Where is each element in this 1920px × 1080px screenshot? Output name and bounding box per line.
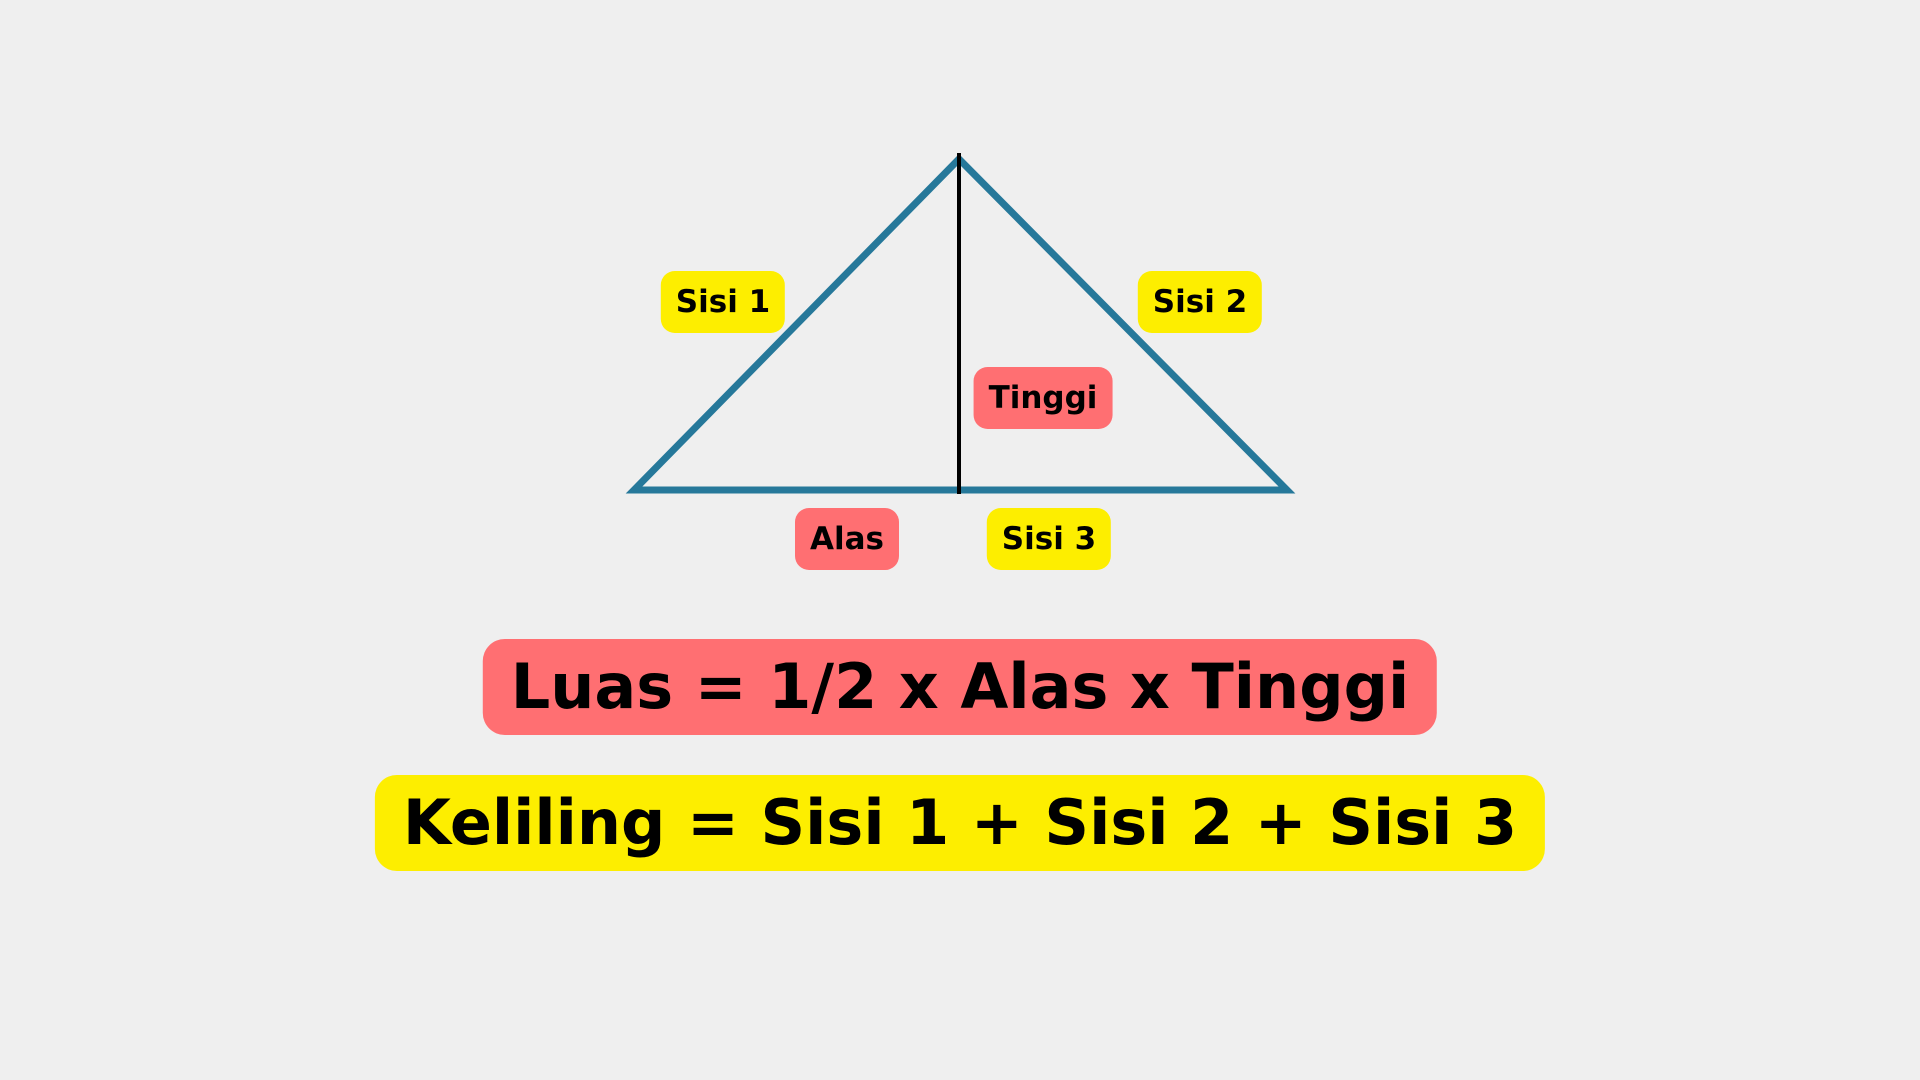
area-formula: Luas = 1/2 x Alas x Tinggi (482, 639, 1438, 735)
label-side-2: Sisi 2 (1137, 271, 1263, 333)
label-side-3: Sisi 3 (986, 508, 1112, 570)
perimeter-formula: Keliling = Sisi 1 + Sisi 2 + Sisi 3 (374, 775, 1546, 871)
label-side-1: Sisi 1 (660, 271, 786, 333)
label-height: Tinggi (973, 367, 1113, 429)
label-base: Alas (795, 508, 899, 570)
